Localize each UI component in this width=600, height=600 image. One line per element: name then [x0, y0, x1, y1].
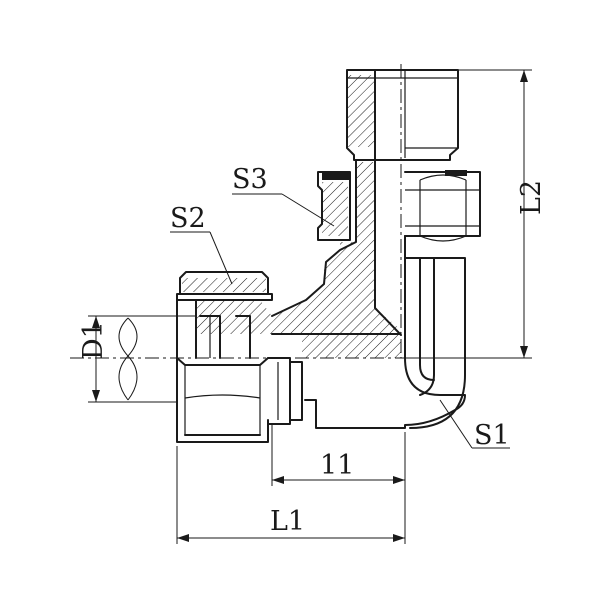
s3-locknut: [317, 170, 481, 242]
center-lines: [70, 64, 420, 359]
elbow-body: [271, 159, 466, 429]
l2-dimension: L2: [408, 69, 547, 359]
s3-label: S3: [232, 164, 268, 195]
d1-dimension: D1: [78, 315, 196, 403]
s2-swivel-nut: [176, 271, 273, 443]
s3-callout: S3: [232, 164, 335, 227]
l1-label: L1: [270, 506, 305, 537]
l2-label: L2: [516, 180, 547, 215]
top-threaded-stud: [346, 69, 459, 161]
d1-label: D1: [78, 321, 109, 360]
s1-callout: S1: [439, 399, 510, 451]
s1-label: S1: [474, 420, 510, 451]
s2-callout: S2: [170, 203, 233, 285]
l11-dimension: 11: [271, 424, 406, 544]
l1-dimension: L1: [176, 446, 405, 544]
s2-label: S2: [170, 203, 206, 234]
tube-stub: [267, 357, 303, 425]
l11-label: 11: [320, 450, 354, 481]
